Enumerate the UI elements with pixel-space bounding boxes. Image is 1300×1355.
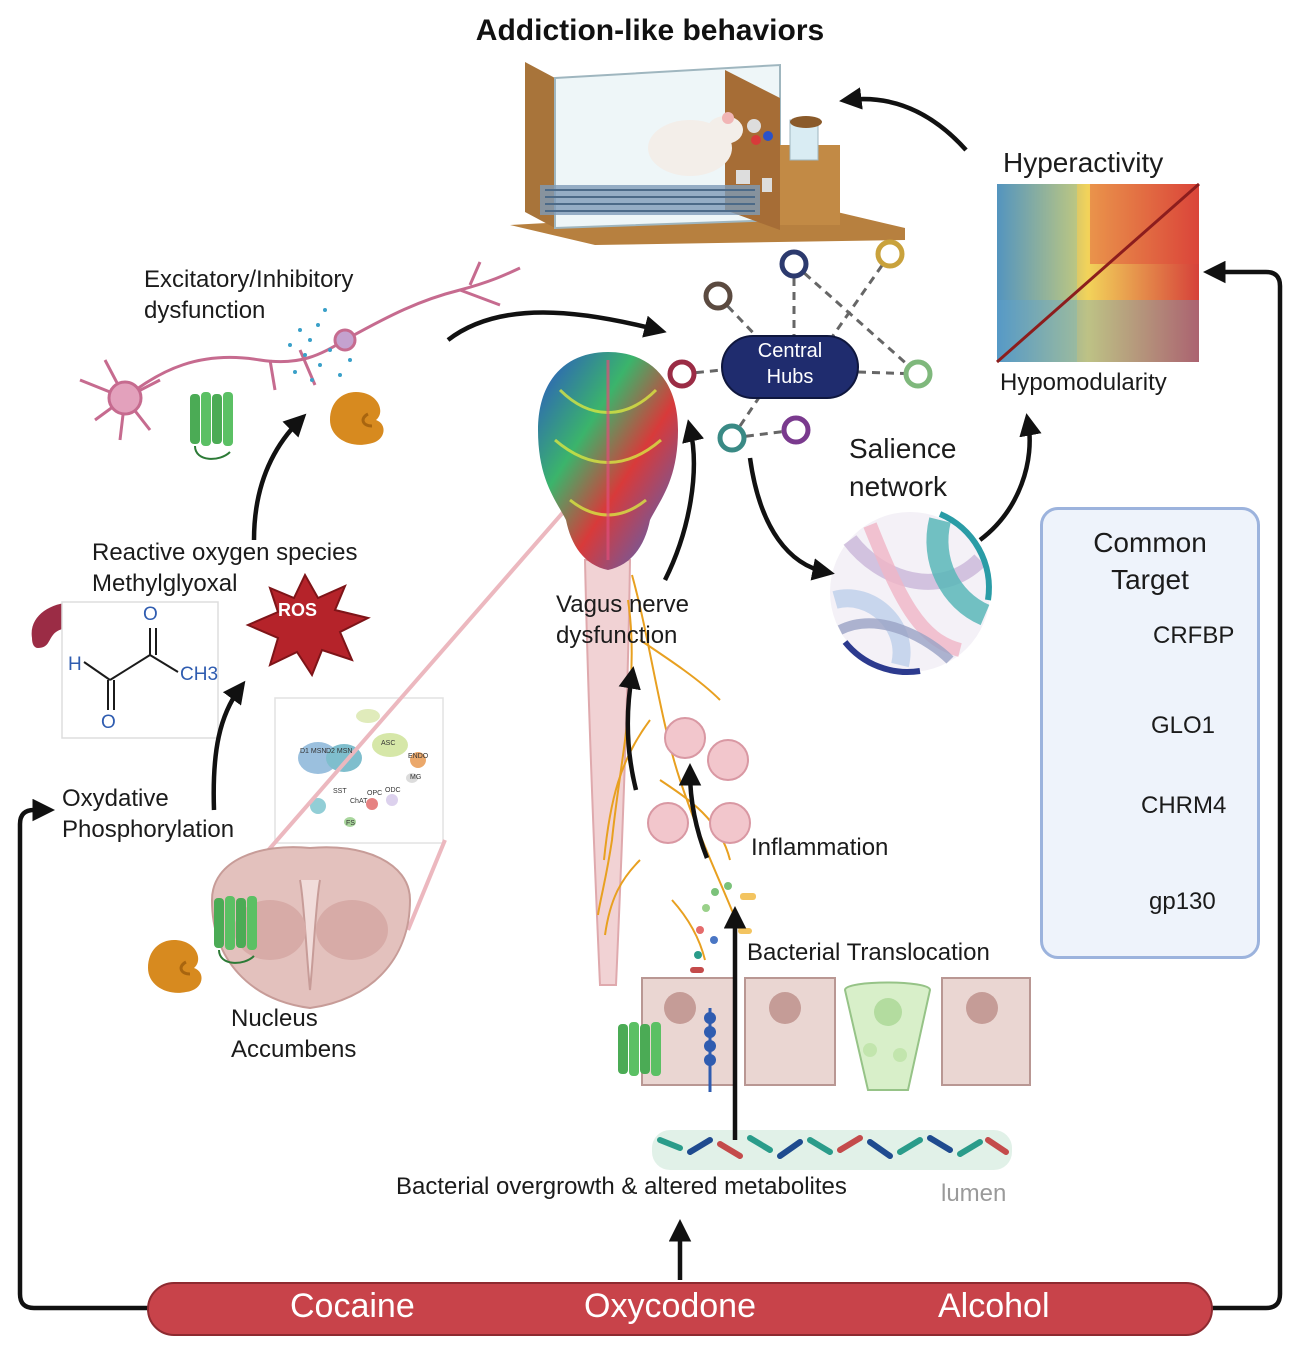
ros-burst-icon	[245, 572, 371, 678]
neuron-illustration	[79, 261, 521, 441]
umap-label-chat: ChAT	[350, 798, 368, 805]
umap-label-fs: FS	[346, 820, 355, 827]
methylglyoxal-structure	[83, 628, 179, 710]
legend-label-chrm4: CHRM4	[1141, 792, 1227, 819]
umap-label-d2: D2 MSN	[326, 748, 353, 755]
synaptic-vesicle-cloud	[288, 308, 352, 382]
central-hubs-label: Central Hubs	[722, 338, 858, 390]
salience-network-label-line1: Salience	[849, 433, 957, 464]
immune-cell-icons	[647, 717, 751, 844]
molecule-atom-ch3: CH3	[180, 664, 219, 685]
hypomodularity-label: Hypomodularity	[1000, 369, 1167, 396]
operant-cage-illustration	[510, 62, 905, 245]
salience-network-label-line2: network	[849, 471, 948, 502]
umap-label-odc: ODC	[385, 787, 401, 794]
gut-microbiota	[652, 1130, 1012, 1170]
drug-label-oxycodone: Oxycodone	[584, 1287, 756, 1325]
central-hubs-label-line1: Central	[757, 340, 823, 362]
central-hubs-label-line2: Hubs	[766, 366, 814, 388]
gp130-receptor-icon	[704, 1008, 716, 1092]
umap-label-asc: ASC	[381, 740, 396, 747]
connectivity-heatmap	[996, 182, 1200, 364]
umap-label-sst: SST	[333, 788, 347, 795]
umap-label-opc: OPC	[367, 790, 383, 797]
bacterial-translocation-label: Bacterial Translocation	[747, 939, 990, 966]
figure-title: Addiction-like behaviors	[475, 14, 825, 47]
chrm4-receptor-icon	[190, 392, 233, 460]
methylglyoxal-structure-box	[61, 601, 219, 739]
intestinal-epithelium	[641, 977, 1031, 1091]
umap-plot-frame	[274, 697, 444, 844]
umap-clusters	[298, 709, 426, 827]
vagus-label-line2: dysfunction	[556, 622, 678, 649]
legend-label-crfbp: CRFBP	[1153, 622, 1235, 649]
salience-chord-diagram	[830, 511, 992, 675]
molecule-atom-h: H	[68, 654, 82, 675]
bacterial-overgrowth-label: Bacterial overgrowth & altered metabolit…	[396, 1173, 847, 1200]
molecule-atom-o-top: O	[143, 604, 158, 625]
umap-label-d1: D1 MSN	[300, 748, 327, 755]
nucleus-accumbens-label-line2: Accumbens	[231, 1036, 357, 1063]
molecule-atom-o-bottom: O	[101, 712, 116, 733]
legend-title-line1: Common	[1093, 527, 1207, 558]
common-target-legend: Common Target	[1040, 507, 1260, 959]
flow-arrows	[17, 87, 1283, 1311]
umap-label-endo: ENDO	[408, 753, 429, 760]
umap-projection-lines	[256, 468, 602, 931]
chrm4-receptor-icon	[214, 896, 257, 964]
legend-label-gp130: gp130	[1149, 888, 1216, 915]
translocating-bacteria	[690, 882, 756, 973]
nucleus-accumbens-label-line1: Nucleus	[231, 1005, 318, 1032]
hub-network-nodes	[667, 239, 933, 453]
legend-title: Common Target	[1043, 524, 1257, 598]
legend-label-glo1: GLO1	[1151, 712, 1216, 739]
ei-dysfunction-label-line1: Excitatory/Inhibitory	[144, 266, 354, 293]
hyperactivity-label: Hyperactivity	[1003, 147, 1164, 178]
oxphos-label-line2: Phosphorylation	[62, 816, 235, 843]
legend-title-line2: Target	[1111, 564, 1189, 595]
vagus-label-line1: Vagus nerve	[556, 591, 689, 618]
ros-label-line1: Reactive oxygen species	[92, 539, 358, 566]
crfbp-protein-icon	[330, 392, 384, 445]
central-hubs-node	[721, 335, 859, 399]
drug-label-cocaine: Cocaine	[290, 1287, 415, 1325]
ei-dysfunction-label-line2: dysfunction	[144, 297, 266, 324]
oxphos-label-line1: Oxydative	[62, 785, 169, 812]
drug-exposure-bar	[147, 1282, 1213, 1336]
inflammation-label: Inflammation	[751, 834, 889, 861]
brain-tractography-illustration	[538, 352, 678, 570]
ros-label-line2: Methylglyoxal	[92, 570, 238, 597]
crfbp-protein-icon	[148, 940, 202, 993]
umap-label-mg: MG	[410, 774, 422, 781]
drug-label-alcohol: Alcohol	[938, 1287, 1050, 1325]
ros-badge-text: ROS	[278, 600, 318, 620]
chrm4-receptor-icon	[618, 1022, 661, 1076]
lumen-label: lumen	[941, 1180, 1007, 1207]
